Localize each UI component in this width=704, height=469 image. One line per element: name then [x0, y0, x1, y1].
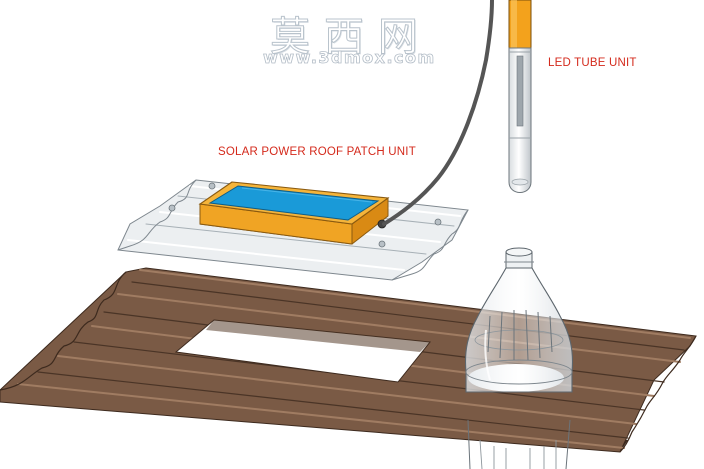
- watermark-url: www.3dmox.com: [263, 48, 436, 67]
- corrugated-roof: [0, 268, 696, 452]
- solar-patch-label: SOLAR POWER ROOF PATCH UNIT: [218, 146, 416, 158]
- led-tube-label: LED TUBE UNIT: [548, 57, 637, 69]
- led-tube: [509, 0, 531, 193]
